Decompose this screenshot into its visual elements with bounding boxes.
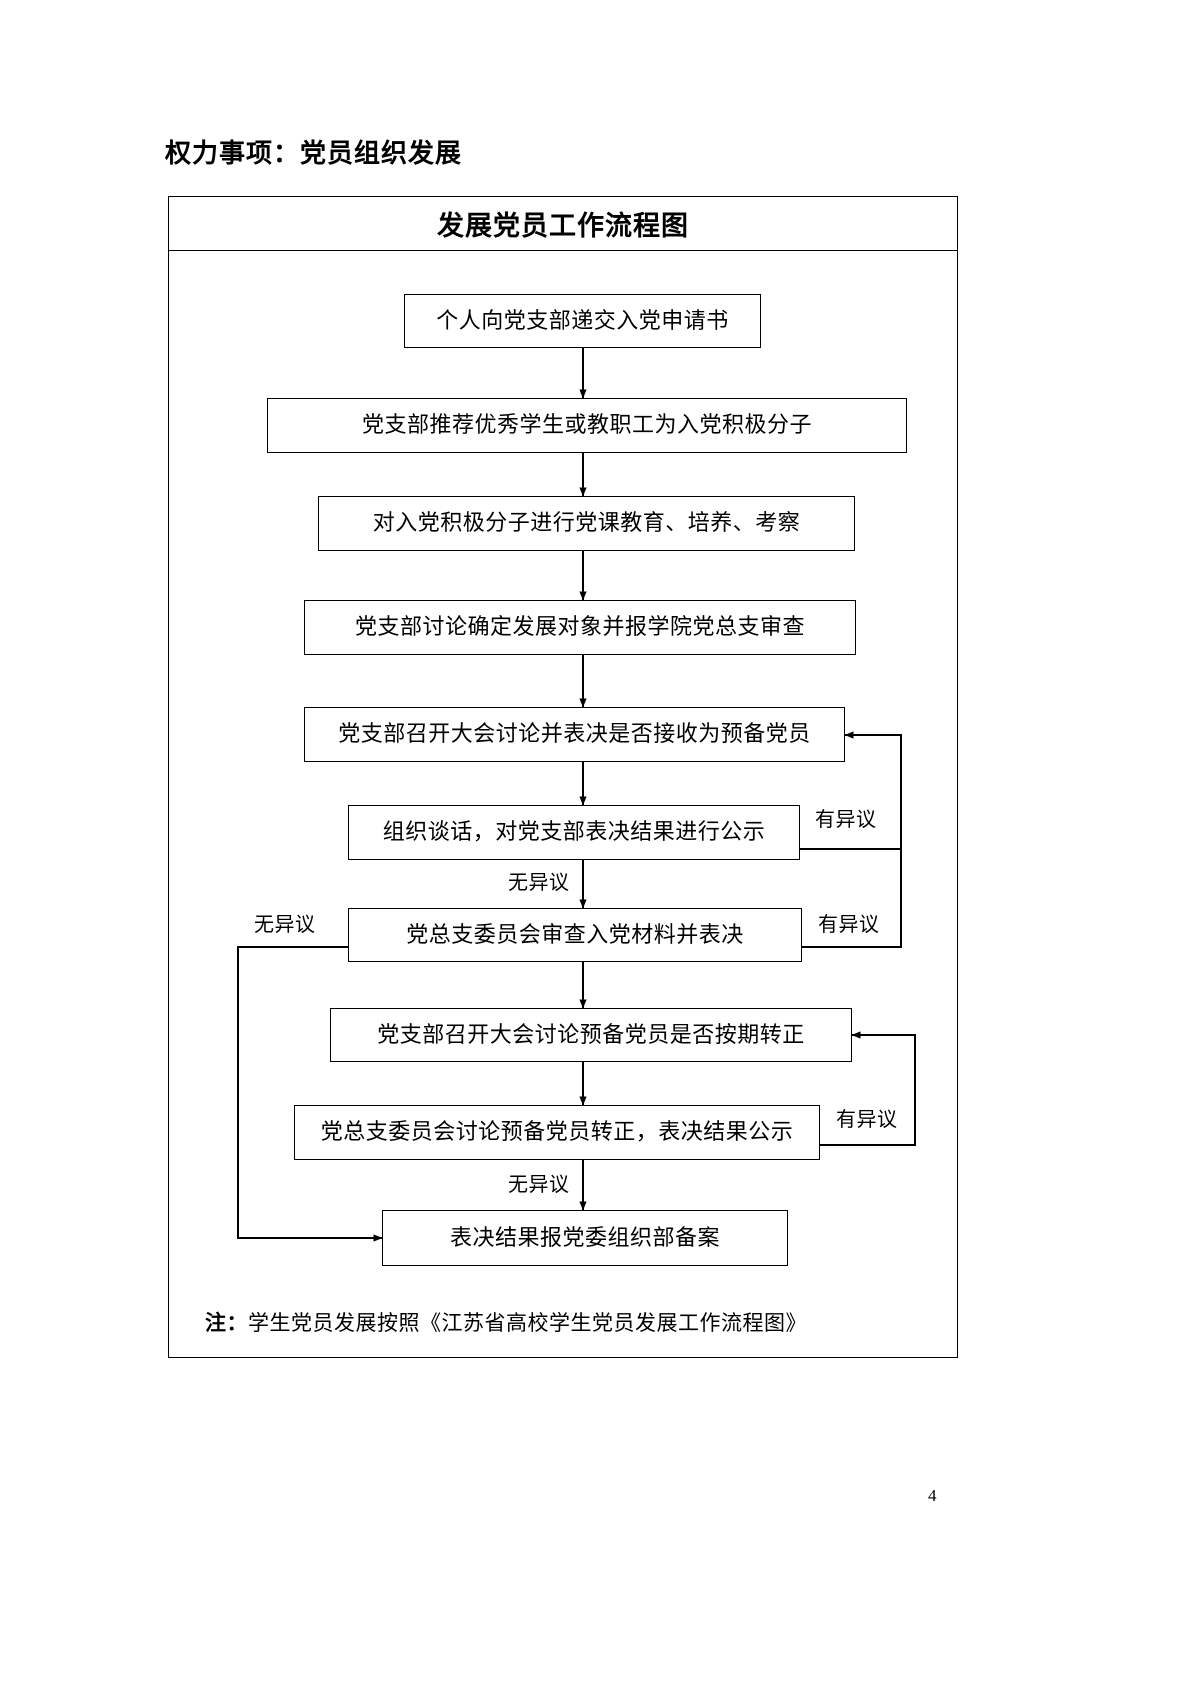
flowchart-header-title: 发展党员工作流程图 (169, 197, 957, 251)
flow-node-7[interactable]: 党总支委员会审查入党材料并表决 (348, 908, 802, 962)
edge-label-node6-right: 有异议 (815, 809, 877, 831)
flow-node-4[interactable]: 党支部讨论确定发展对象并报学院党总支审查 (304, 600, 856, 655)
flow-node-5-label: 党支部召开大会讨论并表决是否接收为预备党员 (338, 721, 811, 747)
flow-node-10-label: 表决结果报党委组织部备案 (449, 1224, 720, 1250)
flowchart-note-text: 学生党员发展按照《江苏省高校学生党员发展工作流程图》 (248, 1311, 807, 1335)
flow-node-10[interactable]: 表决结果报党委组织部备案 (382, 1210, 788, 1266)
flow-node-5[interactable]: 党支部召开大会讨论并表决是否接收为预备党员 (304, 707, 845, 762)
flow-node-8[interactable]: 党支部召开大会讨论预备党员是否按期转正 (330, 1008, 852, 1062)
flow-node-2-label: 党支部推荐优秀学生或教职工为入党积极分子 (361, 412, 812, 438)
edge-label-node7-right: 有异议 (818, 914, 880, 936)
flowchart-frame: 发展党员工作流程图 (168, 196, 958, 1358)
flow-node-1-label: 个人向党支部递交入党申请书 (436, 307, 729, 333)
page-title: 权力事项：党员组织发展 (165, 138, 463, 168)
flow-node-8-label: 党支部召开大会讨论预备党员是否按期转正 (377, 1021, 805, 1047)
edge-label-node9-down: 无异议 (508, 1174, 570, 1196)
edge-label-node9-right: 有异议 (836, 1109, 898, 1131)
flow-node-3-label: 对入党积极分子进行党课教育、培养、考察 (372, 510, 801, 536)
flow-node-6-label: 组织谈话，对党支部表决结果进行公示 (382, 819, 766, 845)
edge-label-node7-left: 无异议 (254, 914, 316, 936)
flow-node-3[interactable]: 对入党积极分子进行党课教育、培养、考察 (318, 496, 855, 551)
edge-label-node6-down: 无异议 (508, 872, 570, 894)
flow-node-2[interactable]: 党支部推荐优秀学生或教职工为入党积极分子 (267, 398, 907, 453)
flow-node-6[interactable]: 组织谈话，对党支部表决结果进行公示 (348, 805, 800, 860)
flowchart-note-prefix: 注： (205, 1312, 248, 1335)
flow-node-7-label: 党总支委员会审查入党材料并表决 (406, 921, 744, 947)
flow-node-4-label: 党支部讨论确定发展对象并报学院党总支审查 (354, 614, 805, 640)
flowchart-note: 注：学生党员发展按照《江苏省高校学生党员发展工作流程图》 (205, 1307, 807, 1337)
flow-node-9-label: 党总支委员会讨论预备党员转正，表决结果公示 (320, 1119, 794, 1145)
flow-node-9[interactable]: 党总支委员会讨论预备党员转正，表决结果公示 (294, 1105, 820, 1160)
page-number: 4 (928, 1486, 937, 1505)
flow-node-1[interactable]: 个人向党支部递交入党申请书 (404, 294, 761, 348)
